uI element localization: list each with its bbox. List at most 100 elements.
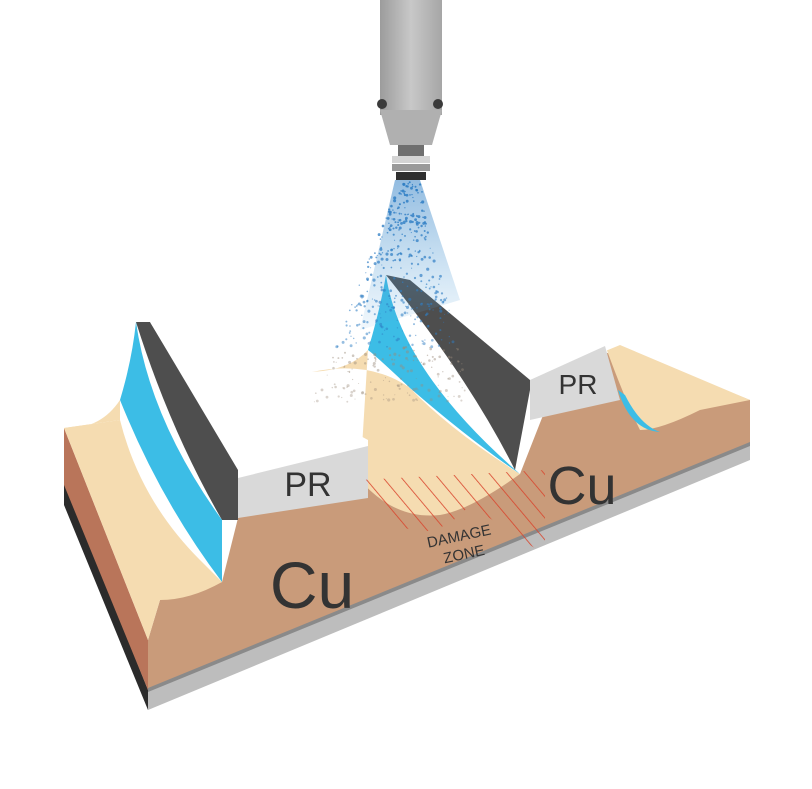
spray-droplet xyxy=(362,320,366,324)
spray-droplet xyxy=(382,266,385,270)
spray-droplet xyxy=(431,275,435,279)
spray-droplet xyxy=(404,190,406,193)
spray-droplet xyxy=(381,236,383,238)
spray-droplet xyxy=(391,358,394,361)
spray-droplet xyxy=(456,348,459,351)
spray-droplet xyxy=(415,378,417,380)
spray-droplet xyxy=(326,374,328,376)
spray-droplet xyxy=(439,309,443,313)
trench-left-floor xyxy=(64,420,222,640)
spray-droplet xyxy=(376,276,379,278)
spray-droplet xyxy=(415,239,419,243)
spray-droplet xyxy=(367,265,370,269)
spray-droplet xyxy=(385,258,389,261)
spray-droplet xyxy=(420,224,423,228)
spray-droplet xyxy=(384,377,387,379)
spray-droplet xyxy=(418,221,421,224)
spray-droplet xyxy=(395,226,398,229)
spray-droplet xyxy=(380,317,382,319)
spray-droplet xyxy=(380,288,384,292)
spray-droplet xyxy=(421,209,424,212)
spray-droplet xyxy=(334,385,337,389)
spray-droplet xyxy=(458,380,461,383)
pr-block-right: PR xyxy=(530,345,620,420)
spray-droplet xyxy=(416,255,418,258)
spray-droplet xyxy=(406,214,408,216)
spray-droplet xyxy=(362,300,366,304)
spray-droplet xyxy=(350,335,352,337)
spray-droplet xyxy=(412,355,416,358)
nozzle-screw-right xyxy=(433,99,443,109)
spray-droplet xyxy=(415,230,418,233)
spray-droplet xyxy=(373,262,377,266)
spray-droplet xyxy=(361,314,363,317)
spray-droplet xyxy=(379,238,382,240)
spray-droplet xyxy=(428,303,430,306)
spray-droplet xyxy=(369,273,373,277)
spray-droplet xyxy=(447,355,451,359)
spray-droplet xyxy=(384,329,386,331)
spray-droplet xyxy=(398,218,402,222)
spray-droplet xyxy=(411,183,414,186)
spray-droplet xyxy=(346,386,348,388)
spray-droplet xyxy=(411,193,413,196)
spray-droplet xyxy=(379,253,382,256)
spray-droplet xyxy=(436,372,440,376)
spray-droplet xyxy=(426,267,430,271)
spray-droplet xyxy=(409,220,413,224)
spray-droplet xyxy=(429,398,433,402)
spray-droplet xyxy=(456,347,458,350)
nozzle-neck xyxy=(398,145,424,157)
spray-droplet xyxy=(393,301,396,304)
spray-droplet xyxy=(370,267,372,269)
spray-droplet xyxy=(412,239,415,241)
spray-droplet xyxy=(406,392,409,394)
spray-droplet xyxy=(384,311,387,313)
spray-droplet xyxy=(380,257,384,261)
spray-droplet xyxy=(407,182,410,185)
spray-droplet xyxy=(397,252,400,255)
spray-droplet xyxy=(442,371,444,373)
spray-droplet xyxy=(439,274,442,278)
spray-droplet xyxy=(380,286,383,289)
spray-droplet xyxy=(379,322,383,326)
spray-droplet xyxy=(396,245,400,248)
spray-droplet xyxy=(412,359,415,362)
spray-droplet xyxy=(432,252,434,254)
spray-droplet xyxy=(388,294,391,298)
spray-droplet xyxy=(404,207,406,209)
spray-droplet xyxy=(429,347,433,351)
spray-droplet xyxy=(416,307,418,309)
spray-droplet xyxy=(415,289,419,292)
spray-droplet xyxy=(436,290,439,294)
spray-droplet xyxy=(342,387,344,389)
spray-droplet xyxy=(375,256,378,259)
spray-droplet xyxy=(419,273,423,278)
spray-droplet xyxy=(392,397,395,401)
spray-droplet xyxy=(403,276,405,278)
spray-droplet xyxy=(373,299,376,301)
spray-droplet xyxy=(440,292,444,295)
spray-droplet xyxy=(333,361,335,363)
spray-droplet xyxy=(348,309,351,312)
copper-top-left-edge xyxy=(64,400,120,429)
spray-droplet xyxy=(390,306,393,309)
spray-droplet xyxy=(408,334,412,337)
spray-droplet xyxy=(451,340,455,344)
spray-droplet xyxy=(443,321,445,323)
spray-droplet xyxy=(379,313,381,315)
spray-droplet xyxy=(401,189,405,193)
spray-droplet xyxy=(405,199,409,203)
spray-droplet xyxy=(337,357,340,360)
spray-droplet xyxy=(439,389,442,393)
spray-droplet xyxy=(428,256,431,259)
spray-droplet xyxy=(320,388,324,392)
spray-droplet xyxy=(414,334,417,337)
spray-droplet xyxy=(444,389,448,392)
spray-plume xyxy=(313,180,466,403)
spray-droplet xyxy=(447,396,449,398)
spray-droplet xyxy=(438,391,441,394)
spray-droplet xyxy=(410,308,413,310)
spray-droplet xyxy=(448,377,451,380)
spray-droplet xyxy=(417,191,419,194)
